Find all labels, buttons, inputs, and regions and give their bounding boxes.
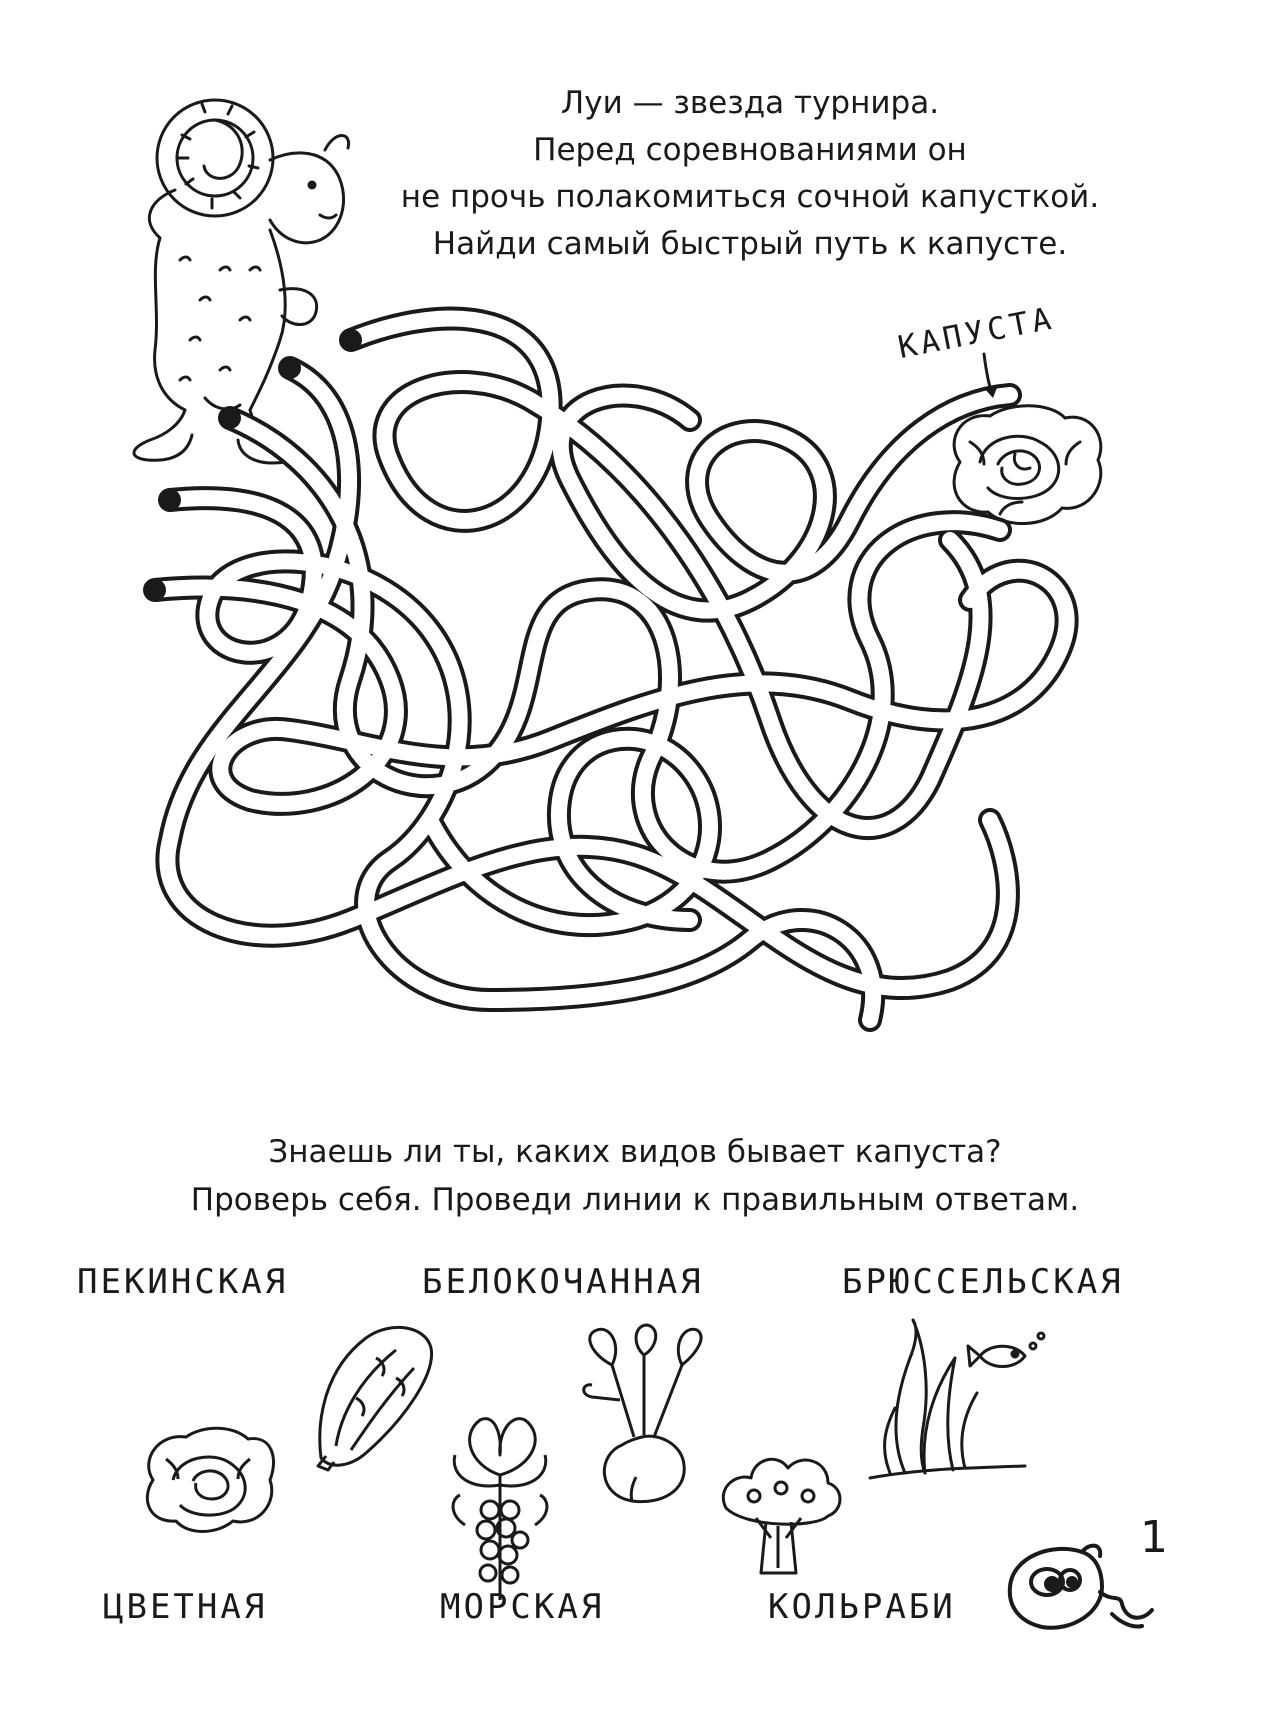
- maze-start-dot[interactable]: [159, 489, 181, 511]
- arrow-down-icon: [982, 352, 998, 398]
- intro-line: не прочь полакомиться сочной капусткой.: [400, 179, 1100, 215]
- intro-line: Луи — звезда турнира.: [560, 85, 940, 121]
- label-kolrabi[interactable]: КОЛЬРАБИ: [768, 1587, 956, 1627]
- maze-paths-inner: [147, 310, 1075, 1028]
- quiz-text: Знаешь ли ты, каких видов бывает капуста…: [160, 1128, 1110, 1224]
- intro-line: Перед соревнованиями он: [533, 132, 967, 168]
- page-number: 1: [1140, 1512, 1168, 1563]
- label-pekinskaya[interactable]: ПЕКИНСКАЯ: [77, 1262, 289, 1302]
- label-morskaya[interactable]: МОРСКАЯ: [440, 1587, 605, 1627]
- seaweed-icon[interactable]: [865, 1318, 1055, 1488]
- label-belokochannaya[interactable]: БЕЛОКОЧАННАЯ: [422, 1262, 704, 1302]
- quiz-line: Проверь себя. Проведи линии к правильным…: [190, 1182, 1080, 1218]
- brussels-sprouts-icon[interactable]: [440, 1415, 560, 1605]
- intro-line: Найди самый быстрый путь к капусте.: [432, 226, 1068, 262]
- maze-start-dots[interactable]: [144, 329, 362, 601]
- cauliflower-icon[interactable]: [716, 1448, 846, 1578]
- maze-start-dot[interactable]: [219, 407, 241, 429]
- napa-cabbage-icon[interactable]: [296, 1318, 446, 1478]
- maze-start-dot[interactable]: [340, 329, 362, 351]
- maze-start-dot[interactable]: [279, 357, 301, 379]
- cabbage-goal-icon[interactable]: [940, 402, 1110, 532]
- ram-louis-illustration: [132, 98, 351, 465]
- kohlrabi-icon[interactable]: [572, 1323, 712, 1505]
- fish-mascot-icon: [1007, 1543, 1154, 1630]
- white-cabbage-icon[interactable]: [138, 1425, 278, 1535]
- label-bryusselskaya[interactable]: БРЮССЕЛЬСКАЯ: [842, 1262, 1124, 1302]
- maze-start-dot[interactable]: [144, 579, 166, 601]
- quiz-line: Знаешь ли ты, каких видов бывает капуста…: [268, 1134, 1002, 1170]
- intro-text: Луи — звезда турнира. Перед соревнования…: [400, 80, 1100, 268]
- label-tsvetnaya[interactable]: ЦВЕТНАЯ: [103, 1587, 268, 1627]
- maze[interactable]: [130, 300, 1110, 1120]
